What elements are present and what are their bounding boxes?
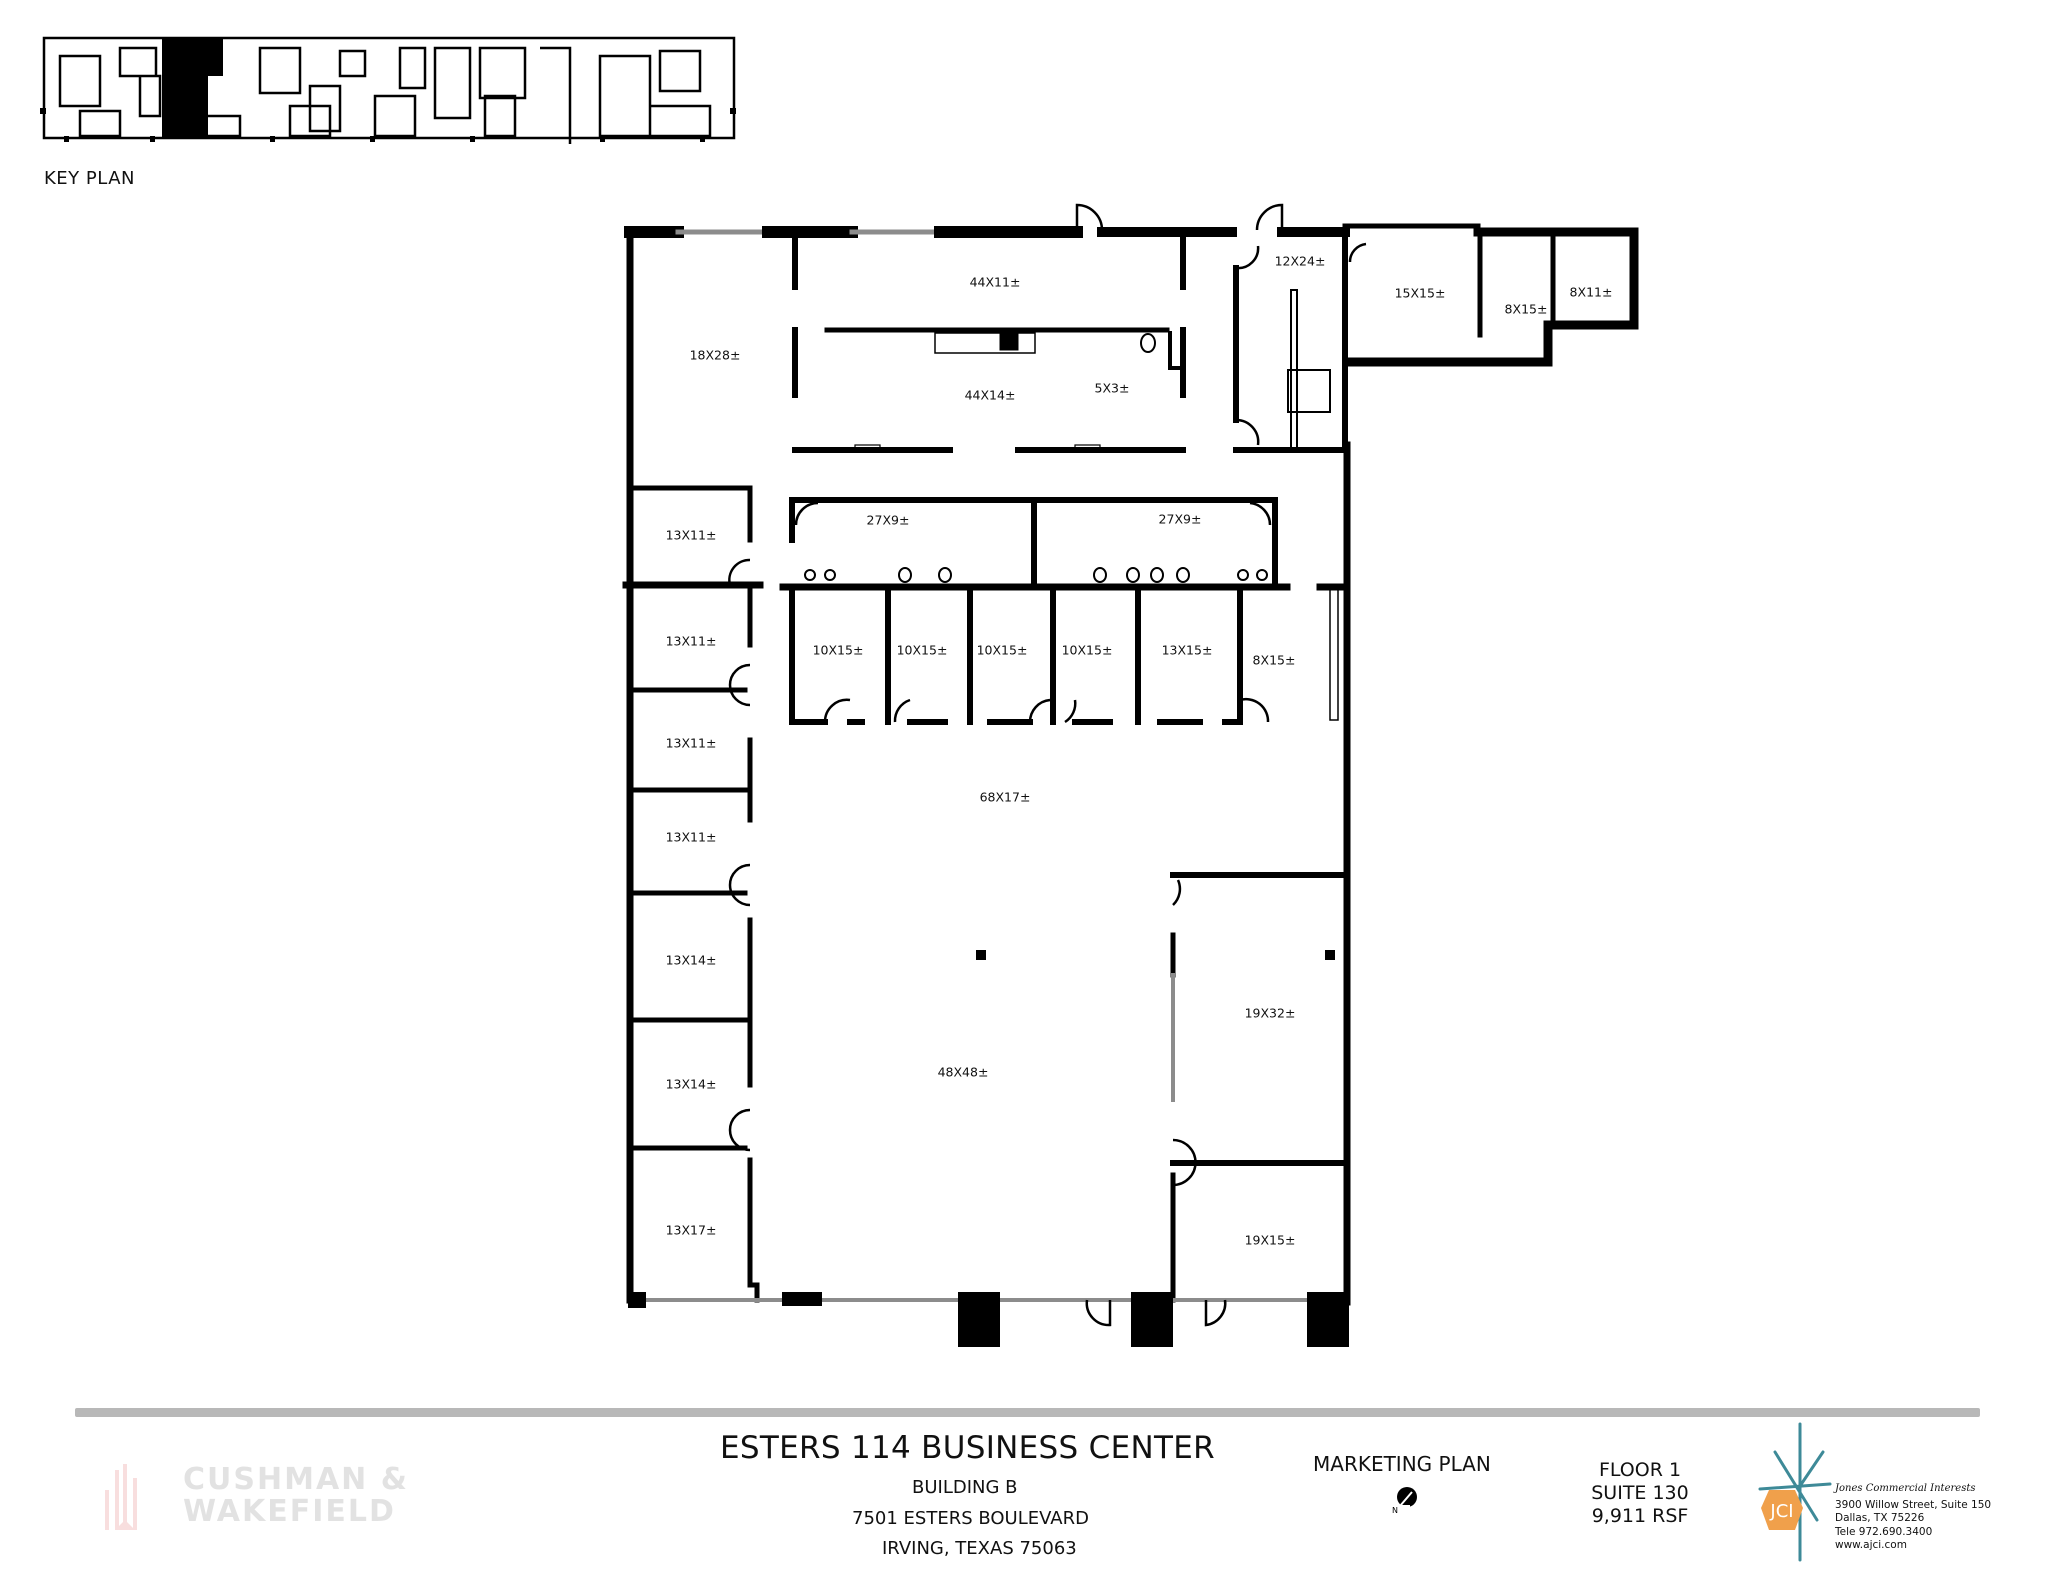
- room-dimension-label: 15X15±: [1394, 285, 1446, 301]
- room-dimension-label: 19X15±: [1244, 1232, 1296, 1248]
- room-dimension-label: 10X15±: [896, 642, 948, 658]
- plan-type-label: MARKETING PLAN: [1313, 1452, 1491, 1476]
- jci-logo: JCI: [1758, 1422, 1832, 1562]
- suite-highlight: [162, 38, 208, 138]
- room-dimension-label: 8X15±: [1504, 301, 1548, 317]
- owner-website[interactable]: www.ajci.com: [1835, 1539, 1907, 1551]
- cushman-wakefield-logo: CUSHMAN & WAKEFIELD: [85, 1460, 425, 1532]
- room-dimension-label: 10X15±: [976, 642, 1028, 658]
- room-dimension-label: 13X15±: [1161, 642, 1213, 658]
- area-label: 9,911 RSF: [1591, 1505, 1689, 1527]
- owner-contact: Jones Commercial Interests 3900 Willow S…: [1835, 1482, 1991, 1553]
- room-dimension-label: 27X9±: [866, 512, 910, 528]
- address-line-2: IRVING, TEXAS 75063: [882, 1538, 1077, 1559]
- room-dimension-label: 13X11±: [665, 829, 717, 845]
- key-plan-diagram: [40, 36, 736, 144]
- room-dimension-label: 19X32±: [1244, 1005, 1296, 1021]
- room-dimension-label: 13X14±: [665, 952, 717, 968]
- brokerage-logo-text: CUSHMAN & WAKEFIELD: [183, 1462, 409, 1529]
- property-name: ESTERS 114 BUSINESS CENTER: [720, 1430, 1215, 1466]
- room-dimension-label: 10X15±: [812, 642, 864, 658]
- north-arrow-icon: N: [1392, 1487, 1417, 1514]
- floor-plan: [622, 203, 1639, 1347]
- svg-text:N: N: [1392, 1506, 1398, 1514]
- owner-address-2: Dallas, TX 75226: [1835, 1512, 1925, 1524]
- room-dimension-label: 8X11±: [1569, 284, 1613, 300]
- owner-phone: Tele 972.690.3400: [1835, 1525, 1933, 1538]
- room-dimension-label: 13X11±: [665, 527, 717, 543]
- title-block-divider: [75, 1408, 1980, 1417]
- svg-text:JCI: JCI: [1769, 1501, 1793, 1522]
- room-dimension-label: 44X11±: [969, 274, 1021, 290]
- suite-info: FLOOR 1 SUITE 130 9,911 RSF: [1580, 1459, 1700, 1528]
- building-mark-icon: [105, 1464, 137, 1530]
- address-line-1: 7501 ESTERS BOULEVARD: [852, 1508, 1089, 1529]
- room-dimension-label: 13X17±: [665, 1222, 717, 1238]
- room-dimension-label: 44X14±: [964, 387, 1016, 403]
- room-dimension-label: 13X11±: [665, 735, 717, 751]
- room-dimension-label: 13X14±: [665, 1076, 717, 1092]
- room-dimension-label: 27X9±: [1158, 511, 1202, 527]
- room-dimension-label: 12X24±: [1274, 253, 1326, 269]
- building-name: BUILDING B: [912, 1477, 1018, 1498]
- owner-name: Jones Commercial Interests: [1835, 1483, 1976, 1494]
- room-dimension-label: 68X17±: [979, 789, 1031, 805]
- suite-label: SUITE 130: [1591, 1482, 1689, 1504]
- room-dimension-label: 18X28±: [689, 347, 741, 363]
- room-dimension-label: 8X15±: [1252, 652, 1296, 668]
- room-dimension-label: 48X48±: [937, 1064, 989, 1080]
- key-plan-label: KEY PLAN: [44, 168, 135, 189]
- room-dimension-label: 13X11±: [665, 633, 717, 649]
- owner-address-1: 3900 Willow Street, Suite 150: [1835, 1498, 1992, 1511]
- room-dimension-label: 10X15±: [1061, 642, 1113, 658]
- room-dimension-label: 5X3±: [1094, 380, 1130, 396]
- floor-label: FLOOR 1: [1598, 1459, 1682, 1481]
